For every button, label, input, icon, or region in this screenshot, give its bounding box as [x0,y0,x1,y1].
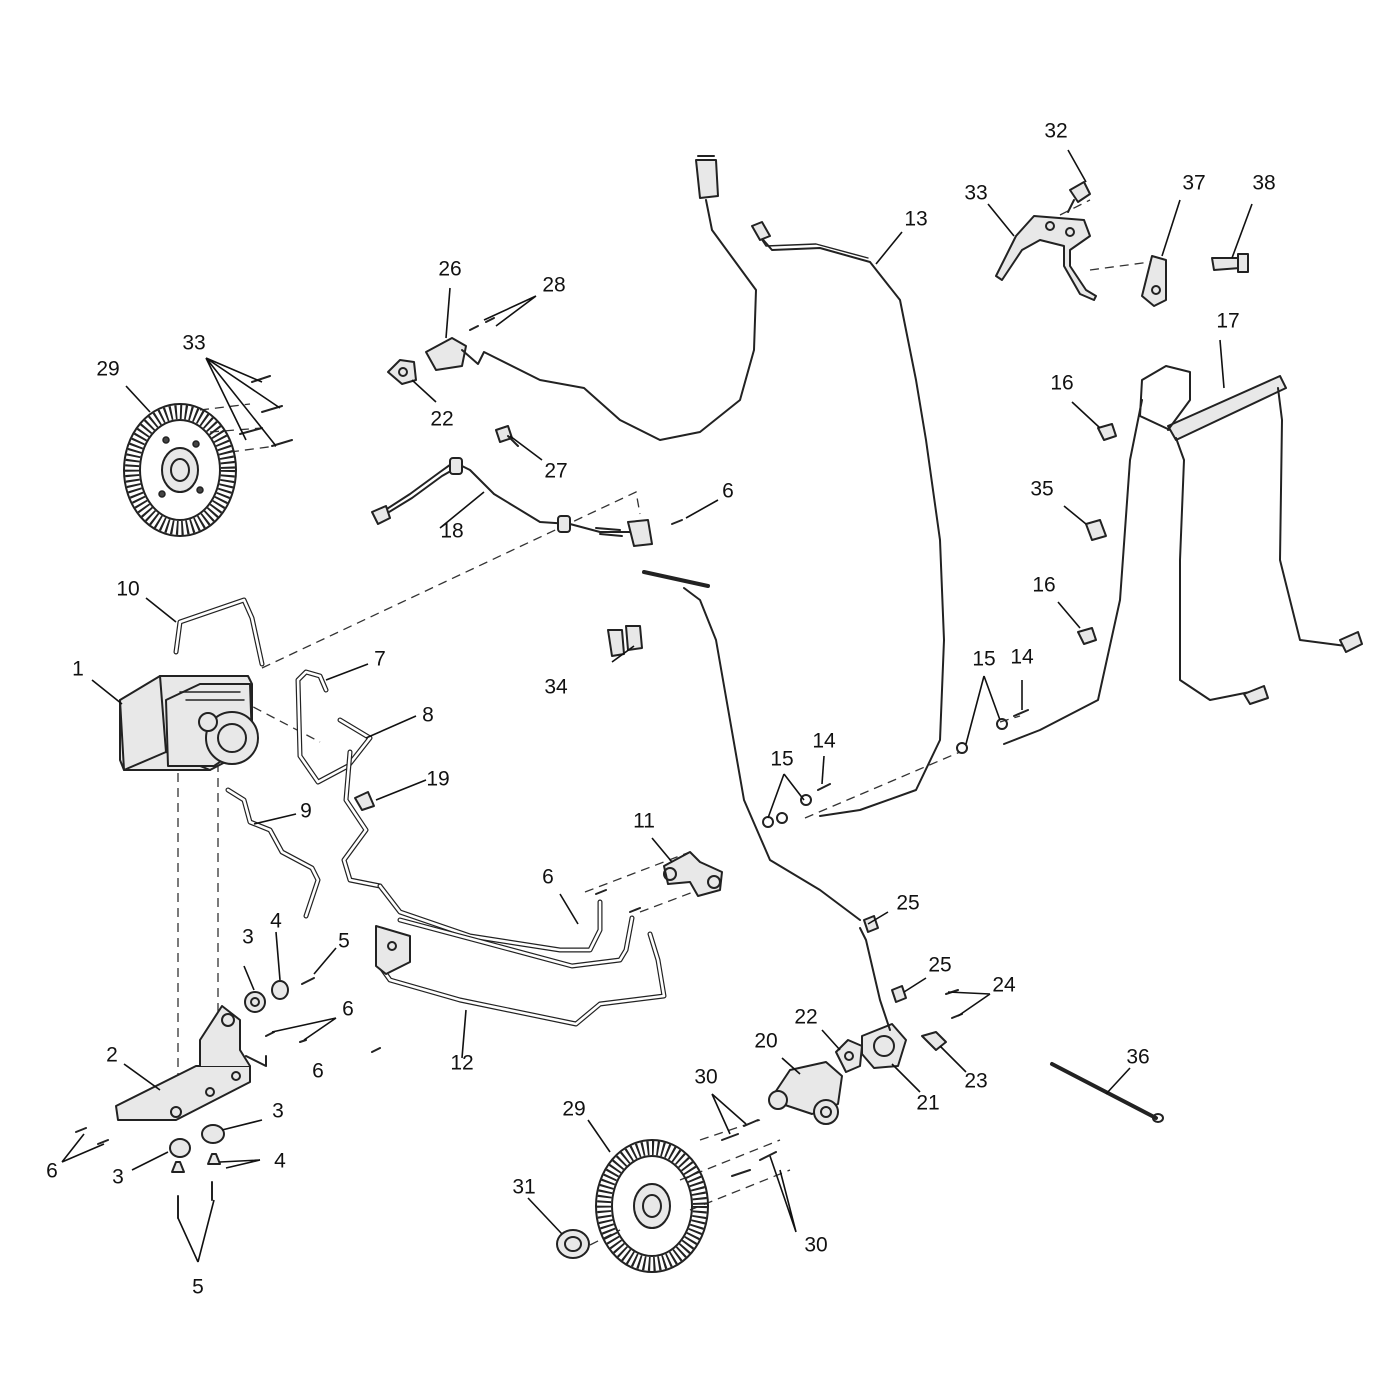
front-tone-ring-part [123,403,237,537]
callout-16: 16 [1050,372,1073,395]
callout-14: 14 [1010,646,1034,669]
misc-clips-and-fasteners [354,423,1117,828]
callout-5: 5 [338,930,350,953]
callout-25: 25 [896,892,919,915]
rear-brake-line-part [375,883,667,1027]
callout-6: 6 [46,1160,58,1183]
callout-32: 32 [1044,120,1067,143]
cable-tie-top [642,570,861,921]
callout-6: 6 [312,1060,324,1083]
bolt-27 [495,425,519,447]
callout-26: 26 [438,258,461,281]
callout-21: 21 [916,1092,939,1115]
callout-7: 7 [374,648,386,671]
callout-33: 33 [182,332,205,355]
callout-24: 24 [992,974,1016,997]
callout-13: 13 [904,208,927,231]
callout-23: 23 [964,1070,987,1093]
callout-6: 6 [342,998,354,1021]
callout-31: 31 [512,1176,535,1199]
rear-sensor-assembly [768,915,963,1125]
tone-ring-screws [239,375,777,1177]
callout-16: 16 [1032,574,1055,597]
bracket-37 [1141,255,1167,307]
callout-35: 35 [1030,478,1053,501]
callout-2: 2 [106,1044,118,1067]
callout-3: 3 [242,926,254,949]
callout-19: 19 [426,768,449,791]
callout-11: 11 [633,810,655,833]
callout-36: 36 [1126,1046,1149,1069]
bolt-38 [1211,253,1249,273]
callout-3: 3 [112,1166,124,1189]
callout-28: 28 [542,274,565,297]
callout-9: 9 [300,800,312,823]
abs-modulator-part [119,675,259,771]
callout-6: 6 [542,866,554,889]
front-speed-sensor-part [387,155,757,441]
callout-3: 3 [272,1100,284,1123]
callout-18: 18 [440,520,463,543]
callout-22: 22 [430,408,453,431]
callout-14: 14 [812,730,836,753]
callout-37: 37 [1182,172,1205,195]
callout-15: 15 [972,648,995,671]
callout-30: 30 [694,1066,717,1089]
wheel-speed-sensor-cable-part [751,221,945,817]
seal-31 [556,1229,590,1259]
front-hose-part [371,457,653,547]
callout-38: 38 [1252,172,1275,195]
assembly-dash-lines [177,199,1151,1246]
callout-20: 20 [754,1030,777,1053]
callout-29: 29 [96,358,119,381]
leader-lines [61,149,1253,1263]
callout-27: 27 [544,460,567,483]
callout-8: 8 [422,704,434,727]
sensor-bracket-33 [995,215,1097,301]
callout-10: 10 [116,578,139,601]
callout-5: 5 [192,1276,204,1299]
grommets-and-bolts [75,977,381,1219]
callout-1: 1 [72,658,84,681]
callout-4: 4 [274,1150,286,1173]
bolt-32 [1067,181,1091,213]
rear-tone-ring-part [595,1139,709,1273]
cable-clip-11 [595,851,723,913]
callout-4: 4 [270,910,282,933]
callout-25: 25 [928,954,951,977]
callout-6: 6 [722,480,734,503]
callout-17: 17 [1216,310,1239,333]
callout-34: 34 [544,676,568,699]
callout-numbers: 1 2 3 3 3 4 4 5 5 6 6 6 6 6 7 8 9 10 11 … [46,120,1276,1299]
mounting-bracket-part [115,1005,267,1121]
callout-15: 15 [770,748,793,771]
callout-33: 33 [964,182,987,205]
callout-29: 29 [562,1098,585,1121]
callout-22: 22 [794,1006,817,1029]
cable-tie-36 [1050,1062,1164,1123]
brake-lines-front [173,597,383,919]
callout-12: 12 [450,1052,473,1075]
rear-y-cable-part [1003,365,1363,745]
callout-30: 30 [804,1234,827,1257]
